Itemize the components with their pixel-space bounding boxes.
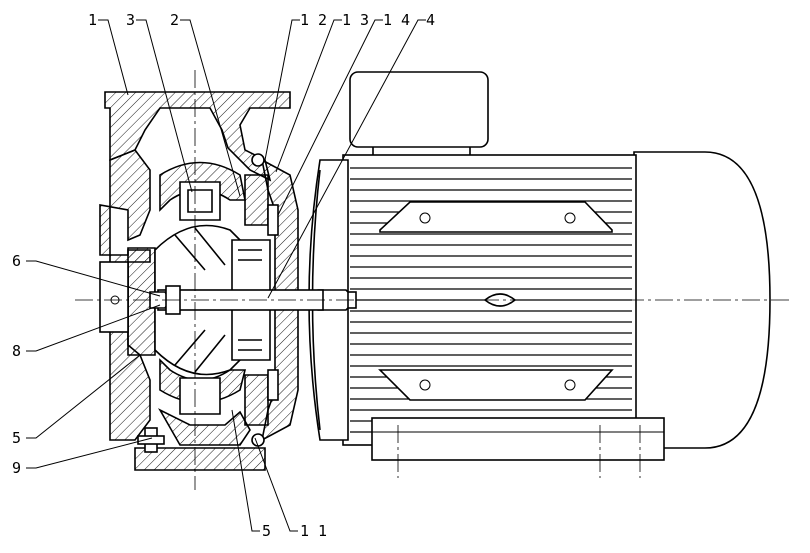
callout-label: 4	[426, 11, 435, 29]
callout-13: 1 3	[275, 11, 369, 173]
callout-9: 9	[12, 437, 153, 477]
callout-label: 1	[88, 11, 97, 29]
terminal-box	[349, 71, 489, 161]
callout-label: 6	[12, 252, 21, 270]
callout-1: 1	[88, 11, 129, 96]
callout-label: 5	[262, 522, 271, 540]
motor	[308, 71, 771, 478]
callout-11: 1 1	[254, 437, 327, 540]
motor-base	[371, 417, 665, 478]
callout-label: 2	[170, 11, 179, 29]
callout-5-bottom: 5	[231, 409, 271, 540]
callout-2: 2	[170, 11, 241, 197]
callout-label: 8	[12, 342, 21, 360]
callout-4: 4	[267, 11, 435, 299]
callout-label: 1 3	[342, 11, 369, 29]
callout-3: 3	[126, 11, 193, 193]
lower-lifting-plate	[378, 369, 614, 401]
callout-label: 5	[12, 429, 21, 447]
mechanical-seal	[231, 174, 279, 426]
callout-label: 1 4	[383, 11, 410, 29]
callout-14: 1 4	[277, 11, 410, 216]
callout-6: 6	[12, 252, 161, 297]
callout-label: 1 2	[300, 11, 327, 29]
callout-8: 8	[12, 304, 161, 360]
callout-12: 1 2	[264, 11, 327, 161]
callout-label: 9	[12, 459, 21, 477]
casing-bolts	[137, 153, 265, 453]
callout-label: 1 1	[300, 522, 327, 540]
upper-lifting-plate	[379, 201, 613, 233]
callout-5-left: 5	[12, 354, 141, 447]
callout-label: 3	[126, 11, 135, 29]
